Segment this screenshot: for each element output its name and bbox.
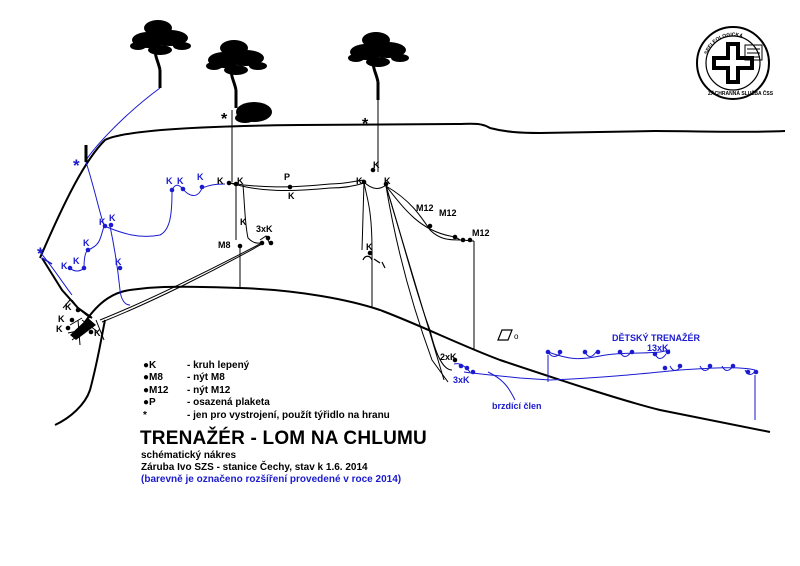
label-k: K	[61, 261, 68, 271]
star-marker-blue: *	[37, 244, 44, 263]
page-title: TRENAŽÉR - LOM NA CHLUMU	[140, 428, 427, 449]
label-k: K	[83, 238, 90, 248]
label-k: K	[99, 217, 106, 227]
star-marker-blue: *	[73, 156, 80, 175]
legend-text: - nýt M12	[187, 384, 231, 396]
rope-anchors-hooks	[362, 255, 386, 269]
anchor-cluster	[70, 318, 96, 340]
legend-row: ●K - kruh lepený	[143, 360, 390, 372]
label-k: K	[288, 191, 295, 201]
rescue-logo: SPELEOLOGICKÁ ZÁCHRANNÁ SLUŽBA ČSS	[696, 26, 774, 100]
label-o: o	[514, 332, 519, 341]
label-m12: M12	[416, 203, 434, 213]
label-k: K	[65, 302, 72, 312]
label-m12: M12	[472, 228, 490, 238]
label-2xk: 2xK	[440, 352, 457, 362]
label-k: K	[109, 213, 116, 223]
children-trainer-count: 13xK	[647, 343, 669, 353]
marker-parallelogram	[497, 329, 513, 341]
label-k: K	[177, 176, 184, 186]
legend-text: - nýt M8	[187, 372, 225, 384]
blue-labels: K K K K K K K K K 3xK DĚTSKÝ TRENAŽÉR 13…	[37, 156, 701, 411]
legend-key: ●P	[143, 397, 156, 409]
legend-key: ●M8	[143, 372, 163, 384]
label-k: K	[94, 328, 101, 338]
legend: ●K - kruh lepený ●M8 - nýt M8 ●M12 - nýt M1…	[143, 360, 390, 422]
left-lower-edge	[41, 257, 93, 319]
black-anchors	[65, 167, 473, 363]
black-ropes	[62, 100, 475, 383]
label-3xk: 3xK	[256, 224, 273, 234]
label-k: K	[197, 172, 204, 182]
star-marker: *	[362, 116, 369, 133]
label-k: K	[237, 176, 244, 186]
legend-text: - jen pro vystrojení, použít týřidlo na …	[187, 409, 390, 421]
left-bottom-edge	[54, 319, 106, 426]
legend-text: - kruh lepený	[187, 360, 250, 371]
tree-left	[128, 18, 193, 90]
label-k: K	[366, 242, 373, 252]
legend-text: - osazená plaketa	[187, 397, 270, 409]
blue-ropes	[39, 87, 757, 420]
edge-marker-blue	[41, 257, 53, 265]
blue-anchors	[67, 184, 759, 375]
label-p: P	[284, 172, 290, 182]
legend-row: ●P - osazená plaketa	[143, 397, 390, 409]
legend-key: ●K	[143, 360, 157, 371]
top-edge-line	[39, 122, 786, 259]
label-k: K	[58, 314, 65, 324]
legend-row: ●M8 - nýt M8	[143, 372, 390, 384]
label-k: K	[56, 324, 63, 334]
label-k: K	[240, 217, 247, 227]
children-trainer-title: DĚTSKÝ TRENAŽÉR	[612, 332, 701, 343]
label-k: K	[73, 256, 80, 266]
label-m12: M12	[439, 208, 457, 218]
author-line: Záruba Ivo SZS - stanice Čechy, stav k 1…	[141, 462, 368, 473]
tree-middle	[204, 38, 269, 110]
subtitle: schématický nákres	[141, 450, 237, 461]
black-labels: K K P K K K K M12 M12 M12 K 3xK M8 K K K…	[56, 111, 519, 362]
legend-row: * - jen pro vystrojení, použít týřidlo na…	[143, 410, 390, 422]
trees	[128, 18, 411, 123]
label-3xk: 3xK	[453, 375, 470, 385]
label-k: K	[217, 176, 224, 186]
bush-part	[235, 113, 255, 123]
label-k: K	[373, 160, 380, 170]
logo-ring-text-bottom: ZÁCHRANNÁ SLUŽBA ČSS	[708, 89, 774, 97]
legend-key: ●M12	[143, 384, 169, 396]
label-k: K	[115, 257, 122, 267]
color-note: (barevně je označeno rozšíření provedené…	[141, 474, 402, 485]
legend-key: *	[143, 409, 147, 421]
star-marker: *	[221, 111, 228, 128]
label-k: K	[356, 176, 363, 186]
brake-label: brzdící člen	[492, 401, 542, 411]
middle-ledge	[129, 285, 771, 433]
label-k: K	[384, 176, 391, 186]
label-m8: M8	[218, 240, 231, 250]
label-k: K	[166, 176, 173, 186]
legend-row: ●M12 - nýt M12	[143, 385, 390, 397]
tree-right	[346, 30, 411, 102]
